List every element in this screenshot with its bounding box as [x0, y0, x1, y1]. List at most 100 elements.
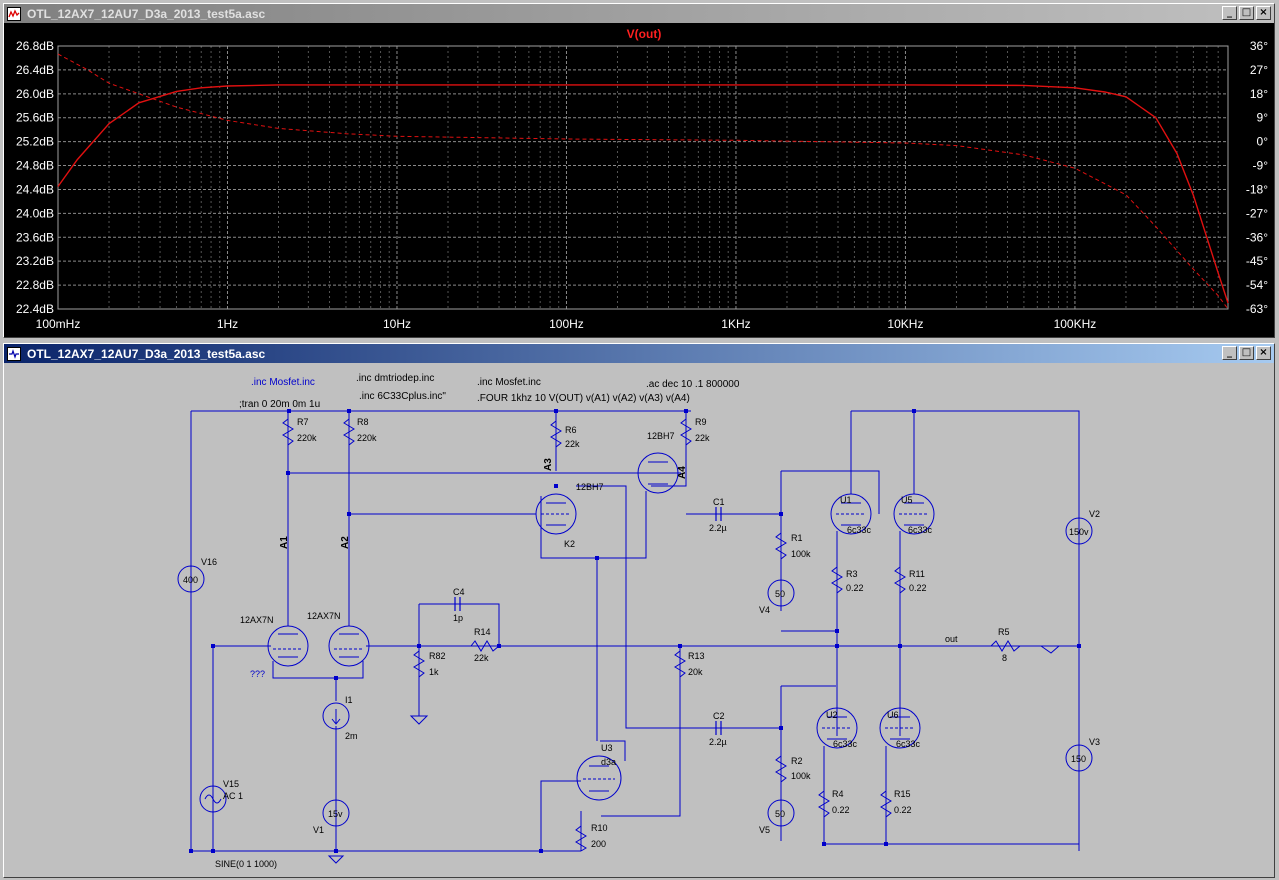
label: 400	[183, 575, 198, 585]
label: 12BH7	[576, 482, 604, 492]
label: 1p	[453, 613, 463, 623]
label: A4	[677, 466, 688, 479]
label: U2	[826, 710, 838, 720]
x-tick-label: 10KHz	[887, 317, 923, 331]
label: out	[945, 634, 958, 644]
circuit-schematic[interactable]: .inc Mosfet.inc .inc dmtriodep.inc .inc …	[4, 363, 1274, 877]
label: R9	[695, 417, 707, 427]
capacitors	[454, 507, 722, 735]
label: U5	[901, 495, 913, 505]
label: I1	[345, 695, 353, 705]
y-right-tick-label: -27°	[1246, 206, 1268, 220]
y-left-tick-label: 23.2dB	[16, 254, 54, 268]
schematic-app-icon	[7, 346, 21, 361]
plot-window[interactable]: OTL_12AX7_12AU7_D3a_2013_test5a.asc _ □ …	[3, 3, 1275, 338]
y-left-tick-label: 25.6dB	[16, 111, 54, 125]
label: 0.22	[909, 583, 927, 593]
label: C2	[713, 711, 725, 721]
label: 6c33c	[908, 525, 933, 535]
trace-label[interactable]: V(out)	[627, 27, 662, 41]
x-tick-label: 100mHz	[36, 317, 81, 331]
x-tick-label: 1Hz	[217, 317, 238, 331]
label: 20k	[688, 667, 703, 677]
schematic-title-bar[interactable]: OTL_12AX7_12AU7_D3a_2013_test5a.asc _ □ …	[4, 344, 1274, 363]
label: 150	[1071, 754, 1086, 764]
label: R8	[357, 417, 369, 427]
label: V4	[759, 605, 770, 615]
phase-trace[interactable]	[57, 53, 1229, 310]
maximize-button[interactable]: □	[1239, 346, 1254, 360]
directive[interactable]: .inc dmtriodep.inc	[356, 373, 434, 384]
label: U1	[840, 495, 852, 505]
label: 100k	[791, 771, 811, 781]
plot-window-title: OTL_12AX7_12AU7_D3a_2013_test5a.asc	[27, 6, 266, 21]
label: 2.2µ	[709, 737, 727, 747]
schematic-canvas[interactable]: .inc Mosfet.inc .inc dmtriodep.inc .inc …	[4, 363, 1274, 877]
label: R1	[791, 533, 803, 543]
label: 1k	[429, 667, 439, 677]
close-button[interactable]: ×	[1256, 346, 1271, 360]
label: 100k	[791, 549, 811, 559]
label: SINE(0 1 1000)	[215, 859, 277, 869]
label: 0.22	[832, 805, 850, 815]
x-tick-label: 10Hz	[383, 317, 411, 331]
label: 220k	[297, 433, 317, 443]
label: 22k	[565, 439, 580, 449]
y-right-tick-label: -18°	[1246, 182, 1268, 196]
wires	[190, 410, 1080, 852]
minimize-button[interactable]: _	[1222, 346, 1237, 360]
label: 12AX7N	[240, 615, 274, 625]
y-left-tick-label: 24.0dB	[16, 206, 54, 220]
x-tick-label: 100KHz	[1054, 317, 1097, 331]
label: V15	[223, 779, 239, 789]
label: R13	[688, 651, 705, 661]
label: R14	[474, 627, 491, 637]
label: V3	[1089, 737, 1100, 747]
close-button[interactable]: ×	[1256, 6, 1271, 20]
label: 6c33c	[896, 739, 921, 749]
maximize-button[interactable]: □	[1239, 6, 1254, 20]
plot-title-bar[interactable]: OTL_12AX7_12AU7_D3a_2013_test5a.asc _ □ …	[4, 4, 1274, 23]
label: 8	[1002, 653, 1007, 663]
y-right-tick-label: 27°	[1250, 63, 1268, 77]
waveform-app-icon	[7, 6, 21, 21]
label: V5	[759, 825, 770, 835]
label: 220k	[357, 433, 377, 443]
minimize-button[interactable]: _	[1222, 6, 1237, 20]
label: A2	[340, 536, 351, 549]
label: A3	[543, 458, 554, 471]
directive[interactable]: .inc 6C33Cplus.inc"	[359, 391, 446, 402]
y-left-tick-label: 22.4dB	[16, 302, 54, 316]
label: 22k	[695, 433, 710, 443]
y-left-tick-label: 24.8dB	[16, 159, 54, 173]
magnitude-trace[interactable]	[57, 84, 1229, 304]
x-tick-label: 1KHz	[721, 317, 750, 331]
directive[interactable]: .inc Mosfet.inc	[251, 377, 315, 388]
label: R7	[297, 417, 309, 427]
junctions	[189, 409, 1081, 853]
label: R3	[846, 569, 858, 579]
schematic-background	[4, 363, 1274, 877]
label: V2	[1089, 509, 1100, 519]
label: 150v	[1069, 527, 1089, 537]
directive[interactable]: .FOUR 1khz 10 V(OUT) v(A1) v(A2) v(A3) v…	[477, 393, 690, 404]
directive[interactable]: .ac dec 10 .1 800000	[646, 379, 740, 390]
plot-frame	[57, 45, 1229, 310]
label: 0.22	[894, 805, 912, 815]
schematic-labels: .inc Mosfet.inc .inc dmtriodep.inc .inc …	[183, 373, 1100, 869]
label: 6c33c	[847, 525, 872, 535]
label: K2	[564, 539, 575, 549]
schematic-window[interactable]: OTL_12AX7_12AU7_D3a_2013_test5a.asc _ □ …	[3, 343, 1275, 878]
label: R4	[832, 789, 844, 799]
label: R82	[429, 651, 446, 661]
label: R11	[909, 569, 925, 579]
directive[interactable]: ;tran 0 20m 0m 1u	[239, 399, 320, 410]
y-left-tick-label: 26.4dB	[16, 63, 54, 77]
sources	[177, 517, 1093, 864]
directive[interactable]: .inc Mosfet.inc	[477, 377, 541, 388]
y-left-tick-label: 26.0dB	[16, 87, 54, 101]
label: U3	[601, 743, 613, 753]
